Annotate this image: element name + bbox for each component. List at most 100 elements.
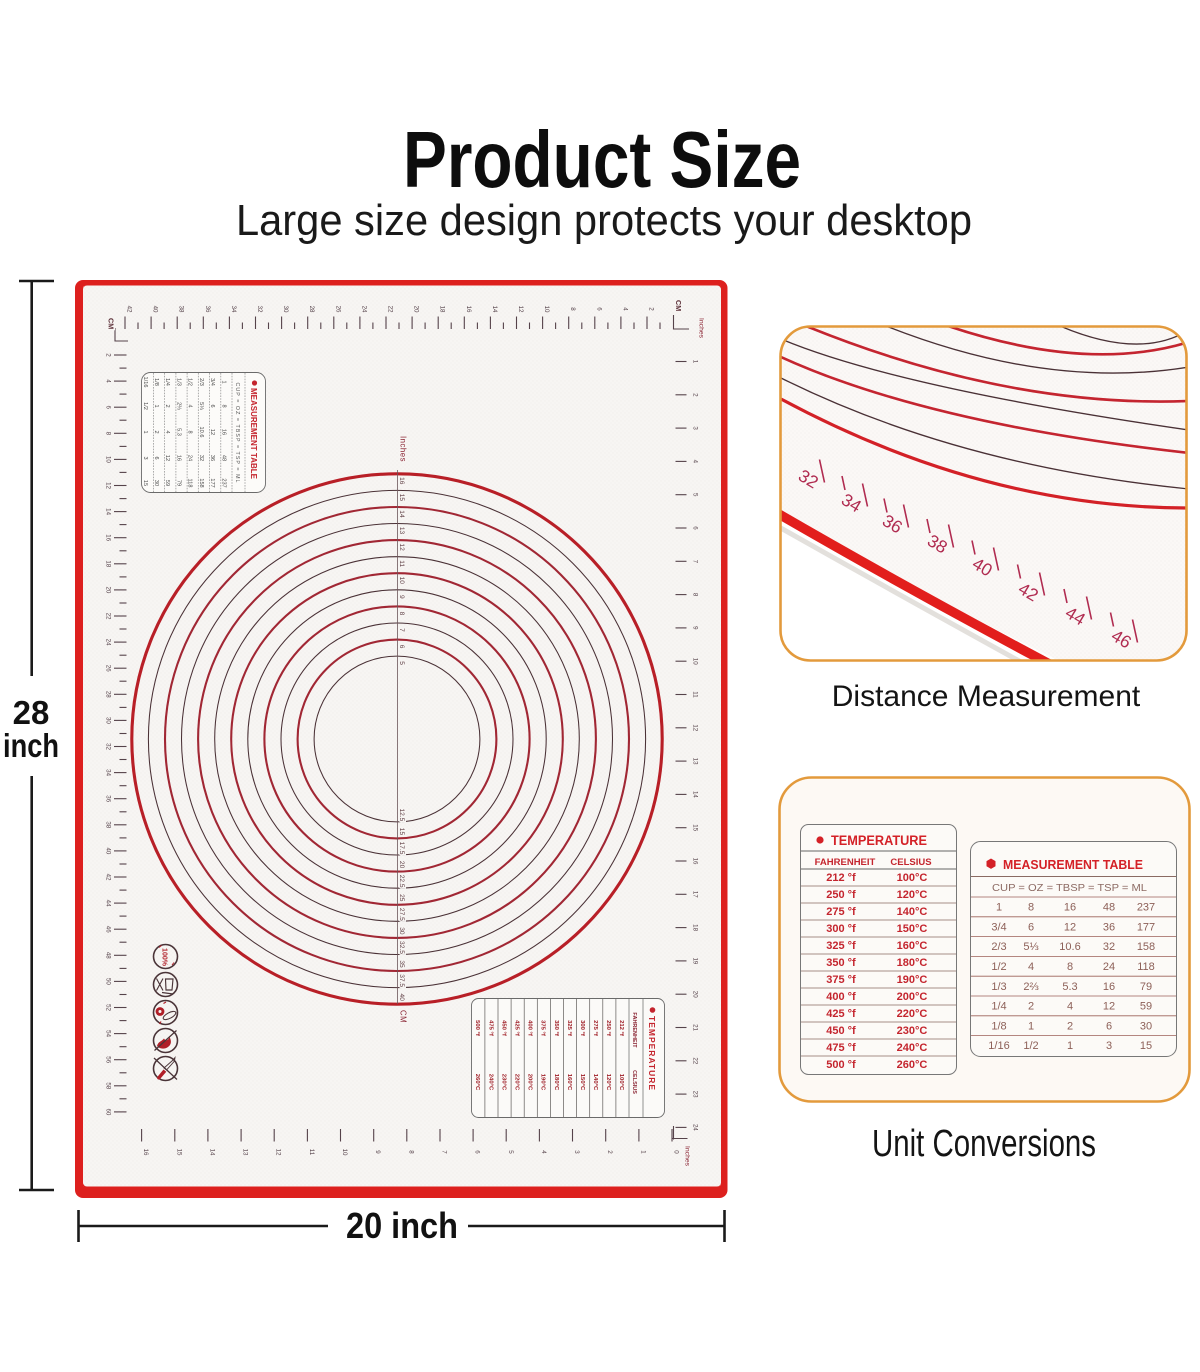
svg-text:10.6: 10.6 bbox=[198, 427, 204, 438]
svg-text:15: 15 bbox=[175, 1149, 182, 1156]
svg-text:79: 79 bbox=[1140, 981, 1152, 993]
svg-text:30: 30 bbox=[1140, 1020, 1152, 1032]
svg-text:10.6: 10.6 bbox=[1059, 941, 1080, 953]
svg-text:1: 1 bbox=[692, 360, 699, 364]
svg-text:240°C: 240°C bbox=[897, 1042, 928, 1054]
svg-text:1/4: 1/4 bbox=[164, 378, 170, 386]
svg-text:4: 4 bbox=[621, 307, 628, 311]
svg-text:34: 34 bbox=[105, 769, 112, 776]
svg-text:CM: CM bbox=[674, 300, 683, 311]
svg-text:38: 38 bbox=[178, 306, 185, 313]
svg-text:1: 1 bbox=[639, 1150, 646, 1154]
svg-text:32: 32 bbox=[105, 743, 112, 750]
svg-text:8: 8 bbox=[220, 404, 226, 407]
svg-text:12: 12 bbox=[1064, 921, 1076, 933]
svg-text:4: 4 bbox=[692, 460, 699, 464]
svg-text:Unit Conversions: Unit Conversions bbox=[872, 1123, 1096, 1165]
svg-text:37.5: 37.5 bbox=[398, 974, 405, 987]
svg-text:237: 237 bbox=[220, 478, 226, 487]
svg-text:200°C: 200°C bbox=[527, 1074, 533, 1091]
svg-text:TEMPERATURE: TEMPERATURE bbox=[647, 1016, 657, 1091]
svg-text:2: 2 bbox=[105, 353, 112, 357]
svg-text:100°C: 100°C bbox=[897, 872, 928, 884]
svg-text:140°C: 140°C bbox=[897, 906, 928, 918]
svg-text:20: 20 bbox=[413, 306, 420, 313]
svg-text:48: 48 bbox=[220, 455, 226, 461]
svg-text:20: 20 bbox=[398, 861, 405, 869]
svg-text:1: 1 bbox=[220, 380, 226, 383]
svg-text:1/2: 1/2 bbox=[1023, 1040, 1038, 1052]
svg-text:5: 5 bbox=[398, 661, 405, 665]
svg-text:6: 6 bbox=[595, 307, 602, 311]
svg-text:4: 4 bbox=[540, 1150, 547, 1154]
svg-text:16: 16 bbox=[1064, 902, 1076, 914]
svg-text:158: 158 bbox=[198, 478, 204, 487]
svg-text:36: 36 bbox=[105, 795, 112, 802]
svg-text:17.5: 17.5 bbox=[398, 842, 405, 855]
svg-text:1/8: 1/8 bbox=[991, 1020, 1006, 1032]
svg-text:Product Size: Product Size bbox=[403, 115, 801, 204]
svg-text:50: 50 bbox=[105, 978, 112, 985]
svg-text:24: 24 bbox=[187, 455, 193, 461]
svg-text:5: 5 bbox=[692, 493, 699, 497]
svg-text:6: 6 bbox=[209, 404, 215, 407]
svg-text:36: 36 bbox=[209, 455, 215, 461]
svg-text:8: 8 bbox=[1067, 961, 1073, 973]
svg-text:2⅔: 2⅔ bbox=[176, 402, 182, 410]
svg-text:425 °f: 425 °f bbox=[514, 1020, 520, 1036]
svg-text:13: 13 bbox=[692, 758, 699, 765]
svg-text:6: 6 bbox=[474, 1150, 481, 1154]
svg-text:4: 4 bbox=[105, 379, 112, 383]
svg-text:2/3: 2/3 bbox=[198, 378, 204, 386]
svg-text:CUP = OZ = TBSP = TSP = ML: CUP = OZ = TBSP = TSP = ML bbox=[234, 383, 240, 483]
svg-text:1/2: 1/2 bbox=[187, 378, 193, 386]
svg-text:1/2: 1/2 bbox=[991, 961, 1006, 973]
svg-text:1: 1 bbox=[1067, 1040, 1073, 1052]
svg-text:9: 9 bbox=[692, 626, 699, 630]
svg-text:16: 16 bbox=[105, 534, 112, 541]
svg-text:450 °f: 450 °f bbox=[500, 1020, 506, 1036]
svg-text:28: 28 bbox=[105, 691, 112, 698]
svg-text:0: 0 bbox=[673, 1150, 680, 1154]
svg-text:2: 2 bbox=[606, 1150, 613, 1154]
svg-text:3: 3 bbox=[142, 456, 148, 459]
svg-text:12: 12 bbox=[398, 543, 405, 551]
svg-text:22.5: 22.5 bbox=[398, 875, 405, 888]
svg-text:150°C: 150°C bbox=[897, 923, 928, 935]
svg-text:14: 14 bbox=[692, 791, 699, 798]
svg-text:11: 11 bbox=[308, 1149, 315, 1156]
svg-text:150°C: 150°C bbox=[579, 1074, 585, 1091]
svg-text:2: 2 bbox=[1067, 1020, 1073, 1032]
svg-text:40: 40 bbox=[398, 994, 405, 1002]
svg-text:212 °f: 212 °f bbox=[618, 1020, 624, 1036]
svg-text:22: 22 bbox=[105, 613, 112, 620]
svg-text:59: 59 bbox=[164, 480, 170, 486]
svg-text:46: 46 bbox=[105, 926, 112, 933]
svg-text:237: 237 bbox=[1137, 902, 1155, 914]
svg-text:58: 58 bbox=[105, 1082, 112, 1089]
svg-text:25: 25 bbox=[398, 894, 405, 902]
svg-text:42: 42 bbox=[126, 306, 133, 313]
svg-text:200°C: 200°C bbox=[897, 991, 928, 1003]
svg-text:23: 23 bbox=[692, 1091, 699, 1098]
svg-text:38: 38 bbox=[105, 821, 112, 828]
svg-text:220°C: 220°C bbox=[514, 1074, 520, 1091]
svg-text:Inches: Inches bbox=[399, 436, 408, 462]
svg-text:160°C: 160°C bbox=[566, 1074, 572, 1091]
svg-text:6: 6 bbox=[1106, 1020, 1112, 1032]
svg-text:2: 2 bbox=[648, 307, 655, 311]
svg-text:2: 2 bbox=[153, 430, 159, 433]
svg-text:375 °f: 375 °f bbox=[540, 1020, 546, 1036]
svg-text:177: 177 bbox=[1137, 921, 1155, 933]
svg-text:9: 9 bbox=[398, 595, 405, 599]
svg-text:inch: inch bbox=[3, 727, 59, 764]
svg-text:1/4: 1/4 bbox=[991, 1001, 1006, 1013]
svg-text:400 °f: 400 °f bbox=[527, 1020, 533, 1036]
svg-text:14: 14 bbox=[208, 1149, 215, 1156]
svg-text:230°C: 230°C bbox=[500, 1074, 506, 1091]
svg-text:140°C: 140°C bbox=[592, 1074, 598, 1091]
svg-text:Large size design protects you: Large size design protects your desktop bbox=[236, 196, 972, 245]
svg-text:1/2: 1/2 bbox=[142, 402, 148, 410]
svg-text:180°C: 180°C bbox=[553, 1074, 559, 1091]
svg-text:325 °f: 325 °f bbox=[566, 1020, 572, 1036]
